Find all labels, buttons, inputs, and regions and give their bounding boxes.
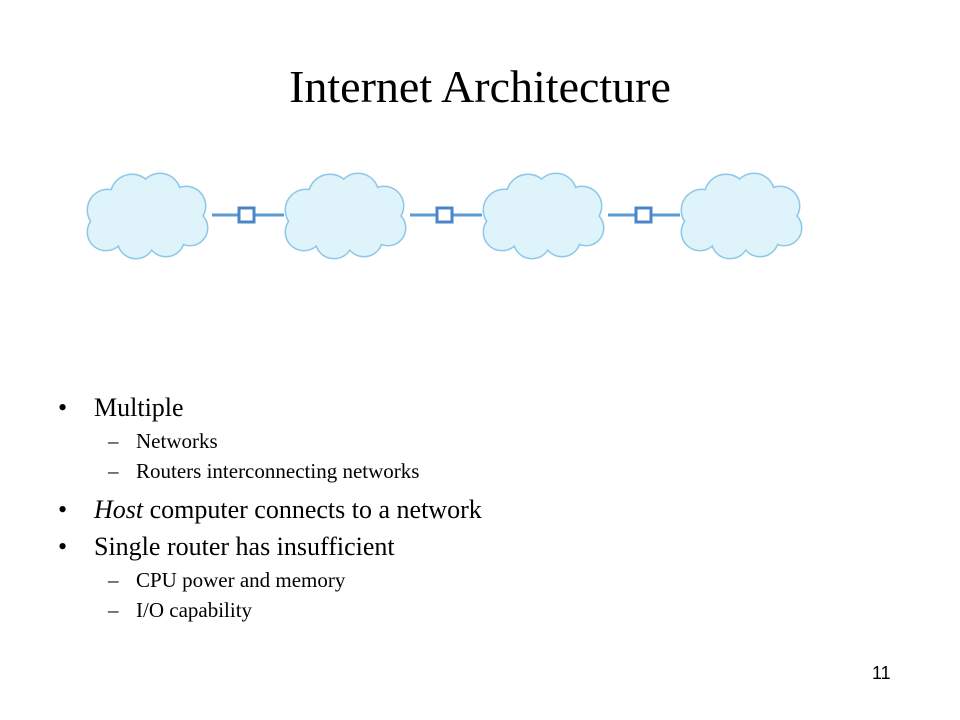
network-cloud-1 [86,172,209,260]
network-cloud-4 [680,172,803,260]
sub-bullet-marker: – [108,598,119,623]
sub-bullet-marker: – [108,429,119,454]
bullet-item: • Single router has insufficient [58,531,918,562]
bullet-item: • Host computer connects to a network [58,494,918,525]
sub-bullet-text: Networks [136,429,218,454]
bullet-text: Single router has insufficient [94,531,395,561]
router-icon [237,206,256,224]
bullet-text: Multiple [94,393,184,422]
sub-bullet-text: I/O capability [136,598,253,623]
bullet-list: • Multiple – Networks – Routers intercon… [58,392,918,628]
bullet-marker: • [58,494,68,524]
sub-bullet-item: – CPU power and memory [58,568,918,593]
sub-bullet-marker: – [108,459,119,484]
bullet-marker: • [58,531,68,561]
network-cloud-3 [482,172,605,260]
bullet-marker: • [58,393,68,422]
slide-title: Internet Architecture [289,61,671,112]
sub-bullet-marker: – [108,567,119,592]
sub-bullet-item: – Routers interconnecting networks [58,459,918,484]
router-icon [634,206,653,224]
page-number: 11 [872,663,891,683]
network-cloud-2 [284,172,407,260]
sub-bullet-text: Routers interconnecting networks [136,459,420,484]
bullet-emphasis: Host [94,494,144,524]
internet-architecture-diagram [86,172,803,260]
sub-bullet-text: CPU power and memory [136,567,346,592]
bullet-item: • Multiple [58,392,918,423]
sub-bullet-item: – Networks [58,429,918,454]
sub-bullet-item: – I/O capability [58,598,918,623]
bullet-text: computer connects to a network [143,494,482,524]
router-icon [435,206,454,224]
